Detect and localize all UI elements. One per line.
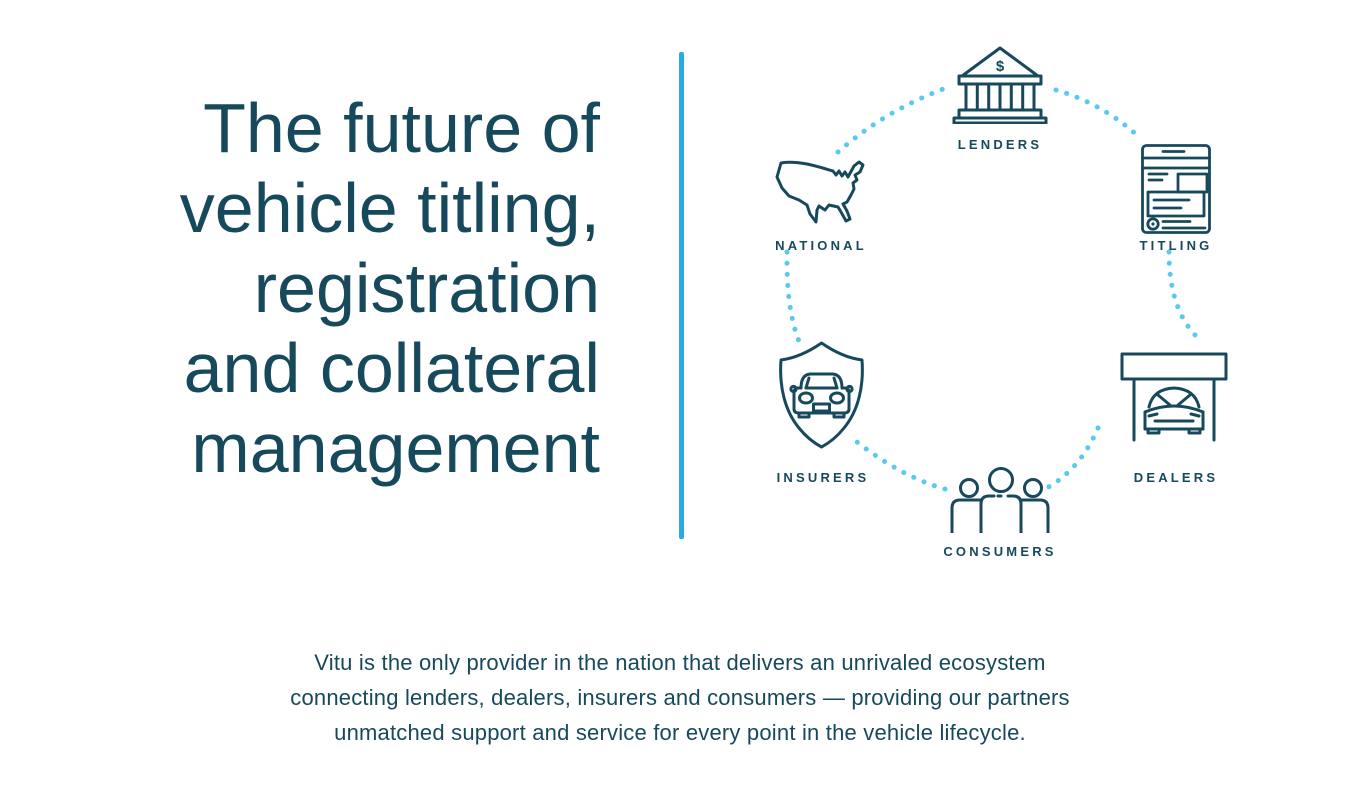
- dollar-sign: $: [996, 58, 1005, 75]
- bank-icon: $: [952, 46, 1048, 124]
- label-national: NATIONAL: [775, 238, 867, 253]
- usa-map-icon: [769, 155, 876, 227]
- label-titling: TITLING: [1139, 238, 1213, 253]
- arc-consumers-insurers: [854, 439, 948, 492]
- arc-lenders-titling: [1053, 87, 1143, 141]
- ecosystem-diagram: $ LENDERS: [700, 30, 1260, 590]
- title-document-icon: [1141, 144, 1211, 234]
- vertical-divider: [679, 52, 684, 539]
- arc-national-lenders: [835, 85, 949, 155]
- dotted-connector-arcs: [784, 85, 1199, 492]
- page-title: The future of vehicle titling, registrat…: [179, 89, 600, 487]
- arc-dealers-consumers: [1042, 425, 1101, 492]
- people-group-icon: [950, 467, 1050, 533]
- label-dealers: DEALERS: [1133, 470, 1219, 485]
- label-insurers: INSURERS: [776, 470, 870, 485]
- footer-description: Vitu is the only provider in the nation …: [290, 650, 1070, 745]
- shield-car-icon: [768, 339, 875, 451]
- dealership-car-icon: [1120, 347, 1228, 442]
- label-lenders: LENDERS: [957, 137, 1043, 152]
- arc-titling-dealers: [1166, 249, 1199, 339]
- label-consumers: CONSUMERS: [943, 544, 1057, 559]
- arc-insurers-national: [784, 249, 804, 349]
